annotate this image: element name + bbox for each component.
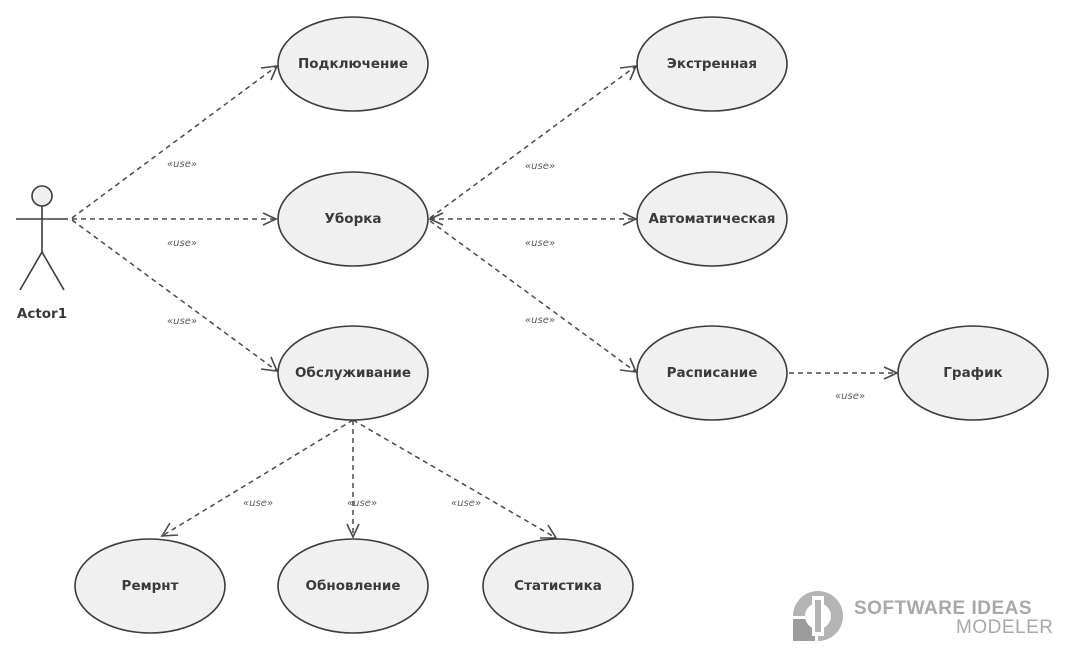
relation-schedule-chart[interactable]: «use»: [789, 366, 899, 402]
use-case-label: Статистика: [514, 578, 602, 594]
stereotype-label: «use»: [835, 391, 865, 402]
stereotype-label: «use»: [167, 238, 197, 249]
stereotype-label: «use»: [167, 159, 197, 170]
use-case-label: Автоматическая: [649, 211, 776, 227]
stereotype-label: «use»: [525, 238, 555, 249]
stereotype-label: «use»: [525, 315, 555, 326]
use-case-label: Обновление: [305, 578, 400, 594]
use-case-label: Ремрнт: [122, 578, 179, 594]
actor-label: Actor1: [17, 306, 67, 322]
logo-text-line1: SOFTWARE IDEAS: [854, 598, 1032, 619]
use-case-label: Обслуживание: [295, 365, 411, 381]
stereotype-label: «use»: [347, 498, 377, 509]
use-case-chart[interactable]: График: [897, 325, 1049, 421]
use-case-repair[interactable]: Ремрнт: [74, 538, 226, 634]
relation-actor-service[interactable]: «use»: [71, 219, 279, 372]
relation-service-update[interactable]: «use»: [346, 420, 377, 539]
relation-actor-connect[interactable]: «use»: [71, 65, 279, 219]
use-case-clean[interactable]: Уборка: [277, 171, 429, 267]
actor-actor1[interactable]: Actor1: [16, 185, 68, 322]
use-case-auto[interactable]: Автоматическая: [636, 171, 788, 267]
use-case-label: График: [943, 365, 1002, 381]
use-case-connect[interactable]: Подключение: [277, 16, 429, 112]
use-case-emergency[interactable]: Экстренная: [636, 16, 788, 112]
relation-service-repair[interactable]: «use»: [160, 419, 354, 537]
relation-clean-emergency[interactable]: «use»: [429, 65, 638, 219]
use-case-schedule[interactable]: Расписание: [636, 325, 788, 421]
relations: «use» «use» «use» «use» «use»: [71, 65, 899, 539]
relation-clean-auto[interactable]: «use»: [428, 212, 638, 249]
stereotype-label: «use»: [525, 161, 555, 172]
logo-icon: [791, 591, 843, 643]
software-ideas-modeler-logo: SOFTWARE IDEAS MODELER: [791, 591, 1053, 643]
actor-head: [31, 185, 53, 207]
relation-clean-schedule[interactable]: «use»: [429, 220, 638, 373]
use-case-label: Подключение: [298, 56, 408, 72]
use-case-stats[interactable]: Статистика: [482, 538, 634, 634]
stereotype-label: «use»: [451, 498, 481, 509]
use-case-label: Расписание: [667, 365, 758, 381]
stereotype-label: «use»: [167, 316, 197, 327]
use-case-label: Экстренная: [667, 56, 757, 72]
relation-actor-clean[interactable]: «use»: [72, 212, 278, 249]
logo-text-line2: MODELER: [956, 617, 1053, 638]
use-case-update[interactable]: Обновление: [277, 538, 429, 634]
use-case-service[interactable]: Обслуживание: [277, 325, 429, 421]
stereotype-label: «use»: [243, 498, 273, 509]
use-case-label: Уборка: [324, 211, 381, 227]
relation-service-stats[interactable]: «use»: [352, 419, 558, 539]
